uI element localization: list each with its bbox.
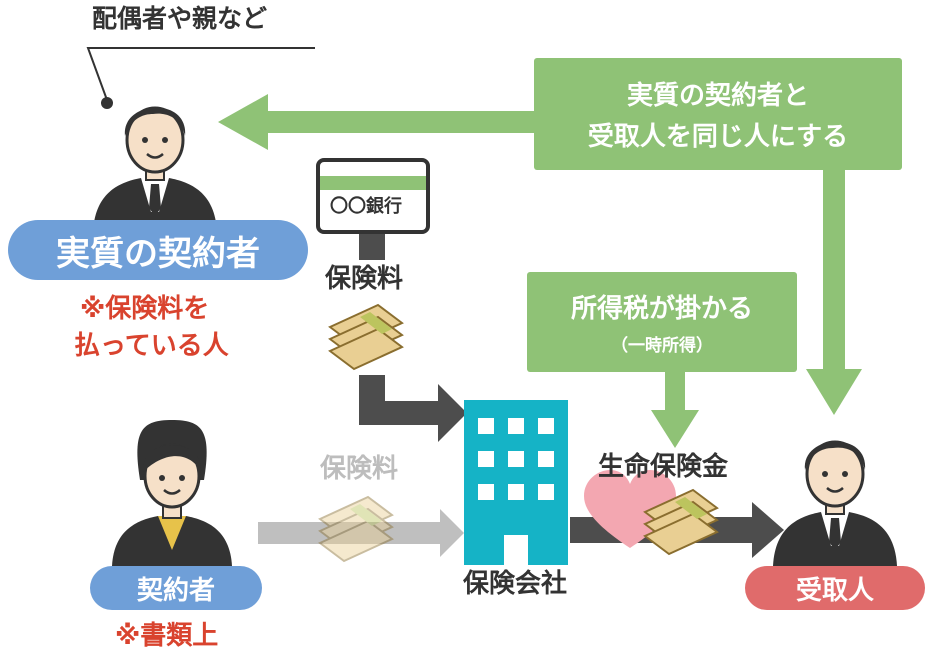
same-person-box: 実質の契約者と 受取人を同じ人にする	[534, 58, 902, 170]
insurance-building-icon	[464, 400, 568, 565]
contractor-note: ※書類上	[115, 621, 219, 651]
bank-card-icon	[316, 158, 430, 234]
insurance-company-label: 保険会社	[463, 569, 568, 599]
bank-label: 〇〇銀行	[330, 196, 402, 217]
same-person-line1: 実質の契約者と	[626, 81, 809, 111]
beneficiary-avatar-icon	[773, 440, 897, 566]
tax-line1: 所得税が掛かる	[570, 294, 753, 324]
beneficiary-badge: 受取人	[745, 566, 925, 610]
green-arrow-to-actual-contractor	[218, 94, 547, 150]
life-insurance-label: 生命保険金	[598, 452, 729, 482]
premium-label-bottom: 保険料	[320, 454, 399, 484]
tax-box: 所得税が掛かる （一時所得）	[527, 272, 797, 372]
actual-contractor-note-line1: ※保険料を	[80, 294, 210, 324]
money-stack-payout-icon	[643, 488, 719, 556]
callout-line	[86, 47, 315, 109]
woman-avatar-icon	[112, 420, 232, 566]
actual-contractor-note-line2: 払っている人	[74, 331, 229, 361]
actual-contractor-badge: 実質の契約者	[8, 220, 308, 280]
green-arrow-to-beneficiary	[806, 168, 862, 415]
contractor-badge: 契約者	[90, 566, 262, 610]
bank-connector	[359, 230, 385, 260]
money-stack-icon	[328, 303, 404, 371]
same-person-line2: 受取人を同じ人にする	[587, 122, 849, 152]
top-note: 配偶者や親など	[92, 4, 268, 33]
green-arrow-tax	[651, 370, 699, 448]
gray-arrow-premium	[258, 509, 464, 557]
premium-label-top: 保険料	[325, 264, 404, 294]
man-avatar-icon	[93, 106, 217, 232]
money-stack-faded-icon	[318, 495, 394, 563]
tax-line2: （一時所得）	[611, 336, 713, 356]
dark-arrow-premium	[359, 375, 467, 442]
